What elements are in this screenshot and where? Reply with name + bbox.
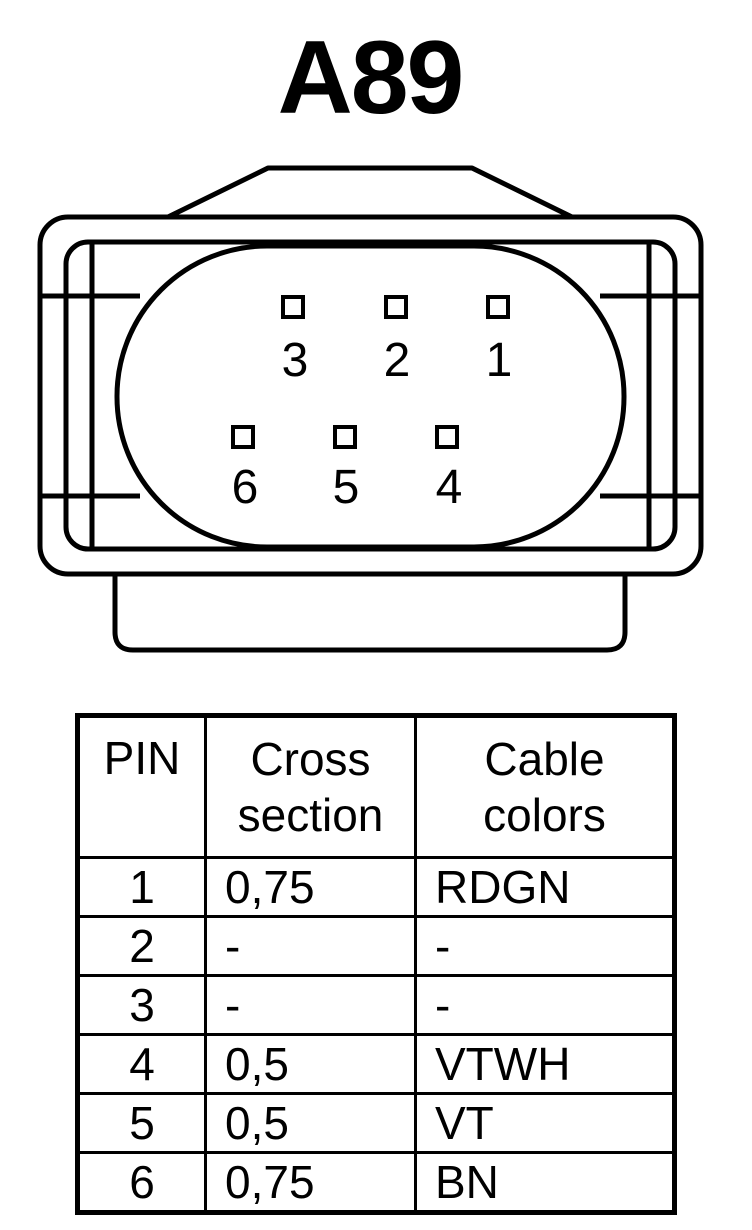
table-row: 3 - - <box>76 974 676 1036</box>
pin-label-1: 1 <box>486 334 513 387</box>
cross-section-cell: 0,5 <box>204 1033 417 1095</box>
pin-label-3: 3 <box>282 334 309 387</box>
pin-cell: 2 <box>76 915 207 977</box>
pin-cell: 3 <box>76 974 207 1036</box>
pin-cell: 6 <box>76 1151 207 1214</box>
table-row: 5 0,5 VT <box>76 1092 676 1154</box>
pin-label-5: 5 <box>333 461 360 514</box>
cross-section-cell: - <box>204 915 417 977</box>
pin-1-contact <box>486 295 510 319</box>
header-pin: PIN <box>76 714 207 859</box>
pin-label-6: 6 <box>232 461 259 514</box>
table-row: 2 - - <box>76 915 676 977</box>
connector-drawing: 3 2 1 6 5 4 <box>37 165 704 653</box>
pin-6-contact <box>231 425 255 449</box>
pin-cell: 4 <box>76 1033 207 1095</box>
cable-color-cell: - <box>414 974 676 1036</box>
cross-section-cell: - <box>204 974 417 1036</box>
table-row: 6 0,75 BN <box>76 1151 676 1214</box>
table-row: 4 0,5 VTWH <box>76 1033 676 1095</box>
cable-color-cell: BN <box>414 1151 676 1214</box>
connector-pin-face <box>114 243 627 550</box>
connector-latch <box>166 165 574 220</box>
cross-section-cell: 0,5 <box>204 1092 417 1154</box>
table-header-row: PIN Cross section Cable colors <box>76 714 676 859</box>
cable-color-cell: - <box>414 915 676 977</box>
cable-color-cell: RDGN <box>414 856 676 918</box>
pin-4-contact <box>435 425 459 449</box>
connector-skirt <box>112 574 628 653</box>
pin-cell: 1 <box>76 856 207 918</box>
connector-title: A89 <box>277 20 465 136</box>
table-row: 1 0,75 RDGN <box>76 856 676 918</box>
pin-2-contact <box>384 295 408 319</box>
connector-housing-outer <box>37 214 704 577</box>
header-cross-section: Cross section <box>204 714 417 859</box>
cross-section-cell: 0,75 <box>204 856 417 918</box>
header-cable-colors: Cable colors <box>414 714 676 859</box>
pin-label-4: 4 <box>436 461 463 514</box>
pin-assignment-table: PIN Cross section Cable colors 1 0,75 RD… <box>75 713 677 1215</box>
pin-3-contact <box>281 295 305 319</box>
cross-section-cell: 0,75 <box>204 1151 417 1214</box>
cable-color-cell: VTWH <box>414 1033 676 1095</box>
cable-color-cell: VT <box>414 1092 676 1154</box>
pin-5-contact <box>333 425 357 449</box>
pin-label-2: 2 <box>384 334 411 387</box>
pin-cell: 5 <box>76 1092 207 1154</box>
